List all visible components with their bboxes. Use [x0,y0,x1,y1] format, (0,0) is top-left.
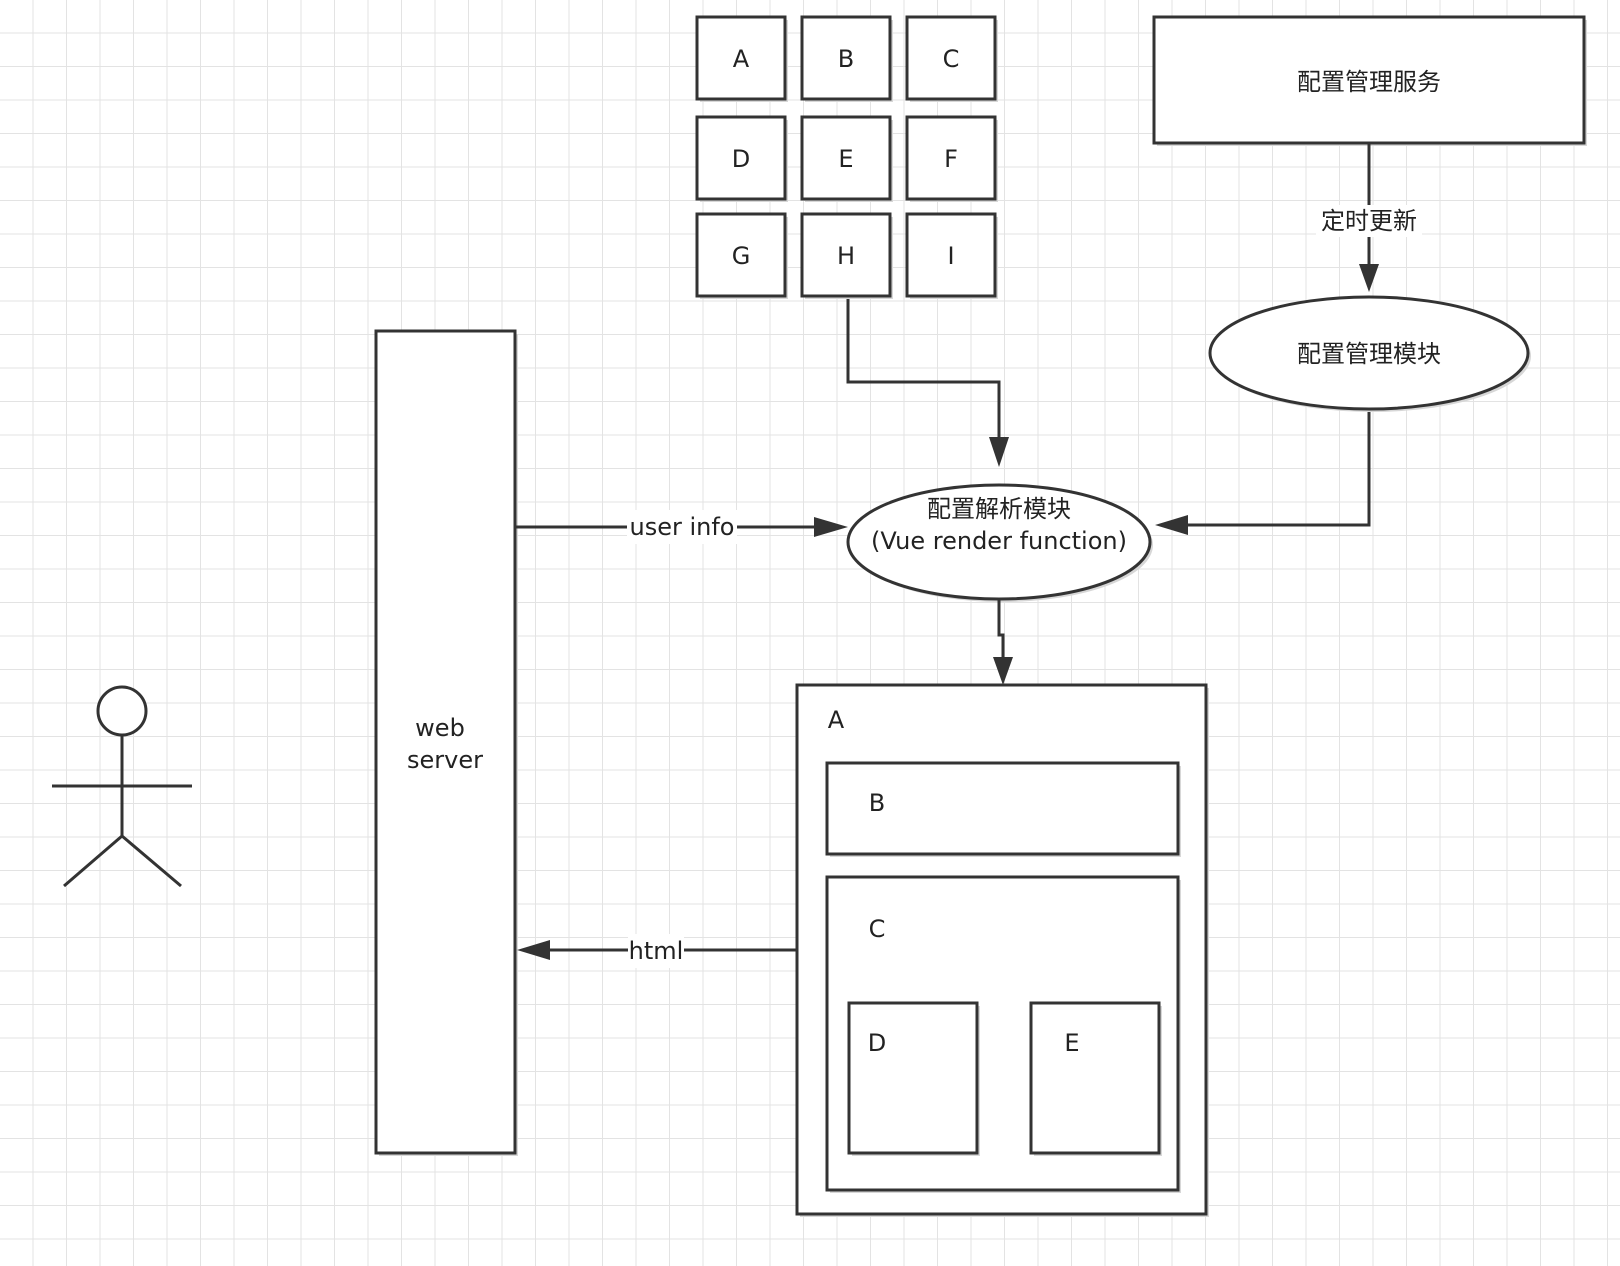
html-arrow: html [517,934,797,968]
page-layout-d[interactable]: D [847,1001,980,1156]
parser-module-label-line2: (Vue render function) [871,527,1127,555]
grid-cell-b[interactable]: B [800,15,893,102]
arrowhead-icon [993,657,1013,685]
page-layout-e[interactable]: E [1029,1001,1162,1156]
arrowhead-icon [517,940,550,960]
arrowhead-icon [989,437,1009,467]
parser-module-label-line1: 配置解析模块 [927,495,1071,523]
grid-cell-g[interactable]: G [695,212,788,299]
page-layout-a-label: A [828,706,845,734]
module-to-parser-arrow [1155,412,1371,535]
grid-cell-i[interactable]: I [905,212,998,299]
component-grid: A B C D E F G [695,15,998,299]
page-layout-b[interactable]: B [825,761,1181,857]
grid-cell-b-label: B [838,45,854,73]
page-layout-d-label: D [868,1029,886,1057]
timer-update-arrow: 定时更新 [1316,143,1422,292]
web-server-box[interactable]: web server [374,329,518,1156]
config-module-ellipse[interactable]: 配置管理模块 [1208,295,1531,412]
grid-to-parser-arrow [846,299,1009,467]
page-layout-b-label: B [869,789,885,817]
user-actor-icon[interactable] [52,685,192,888]
grid-cell-c[interactable]: C [905,15,998,102]
parser-module-ellipse[interactable]: 配置解析模块 (Vue render function) [846,483,1153,602]
page-layout-c-label: C [869,915,886,943]
grid-cell-i-label: I [947,242,954,270]
html-label: html [629,937,684,965]
arrowhead-icon [1359,264,1379,292]
config-service-label: 配置管理服务 [1297,68,1441,96]
web-server-label-line1: web [415,714,465,742]
user-info-arrow: user info [515,510,848,544]
user-info-label: user info [630,513,735,541]
config-service-box[interactable]: 配置管理服务 [1152,15,1587,146]
timer-update-label: 定时更新 [1321,207,1417,235]
grid-cell-a[interactable]: A [695,15,788,102]
grid-cell-d[interactable]: D [695,115,788,202]
grid-cell-e-label: E [838,145,853,173]
parser-to-page-arrow [993,599,1013,685]
grid-cell-h[interactable]: H [800,212,893,299]
grid-cell-e[interactable]: E [800,115,893,202]
web-server-label-line2: server [407,746,483,774]
grid-cell-h-label: H [837,242,855,270]
grid-cell-a-label: A [733,45,750,73]
grid-cell-f[interactable]: F [905,115,998,202]
grid-cell-d-label: D [732,145,750,173]
grid-cell-f-label: F [944,145,958,173]
grid-cell-g-label: G [732,242,751,270]
arrowhead-icon [814,517,848,537]
grid-cell-c-label: C [943,45,960,73]
config-module-label: 配置管理模块 [1297,340,1441,368]
page-layout-e-label: E [1064,1029,1079,1057]
arrowhead-icon [1155,515,1188,535]
